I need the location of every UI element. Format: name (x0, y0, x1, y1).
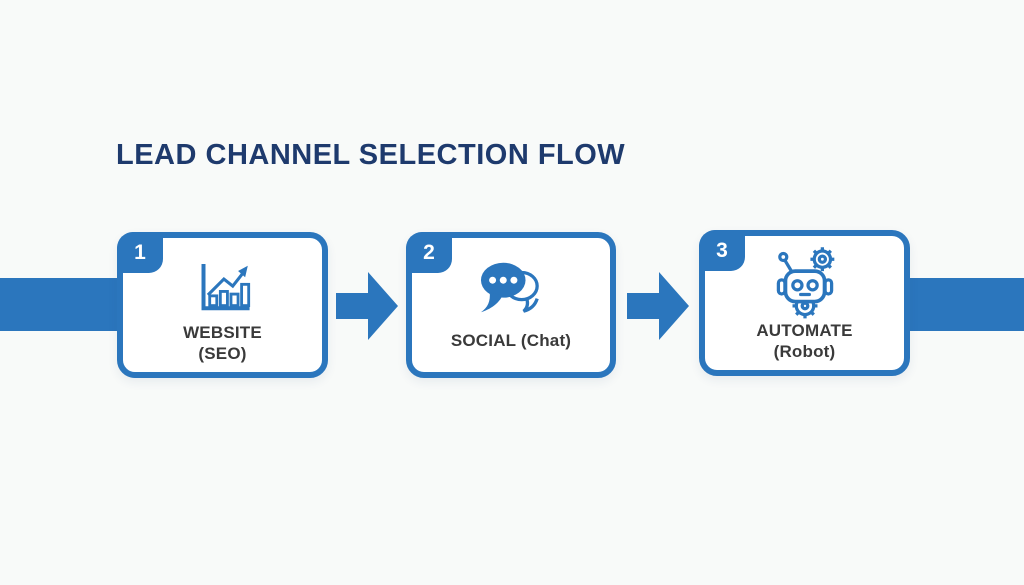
step-label: SOCIAL (Chat) (412, 330, 610, 351)
step-number: 2 (423, 240, 435, 264)
page-title: LEAD CHANNEL SELECTION FLOW (116, 139, 626, 171)
step-label-line2: (SEO) (198, 344, 247, 363)
step-label: AUTOMATE (Robot) (705, 320, 904, 362)
arrow-right-icon (336, 272, 398, 340)
flow-line-right-segment (904, 278, 1024, 331)
chat-bubbles-icon (480, 262, 539, 313)
step-label: WEBSITE (SEO) (123, 322, 322, 364)
step-box-website: 1 WEBSITE (SEO) (117, 232, 328, 378)
arrow-right-icon (627, 272, 689, 340)
robot-icon (776, 247, 834, 319)
step-number-badge: 2 (406, 232, 452, 273)
flow-line-left-segment (0, 278, 124, 331)
step-number-badge: 1 (117, 232, 163, 273)
step-box-social: 2 SOCIAL (Chat) (406, 232, 616, 378)
step-label-line1: SOCIAL (Chat) (450, 331, 572, 350)
step-number-badge: 3 (699, 230, 745, 271)
step-label-line2: (Robot) (773, 342, 836, 361)
step-label-line1: AUTOMATE (756, 321, 853, 340)
step-box-automate: 3 (699, 230, 910, 376)
step-label-line1: WEBSITE (183, 323, 262, 342)
growth-chart-icon (201, 263, 250, 311)
step-number: 3 (716, 238, 728, 262)
step-number: 1 (134, 240, 146, 264)
